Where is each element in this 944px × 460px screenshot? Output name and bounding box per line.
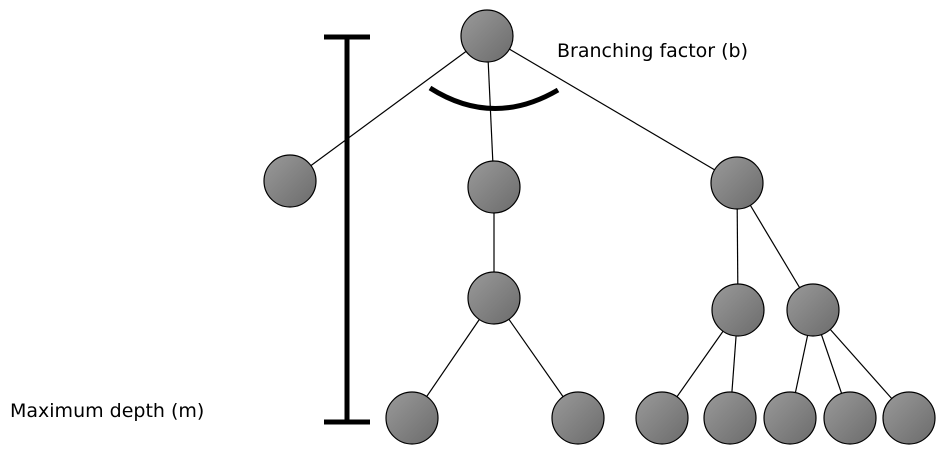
tree-edge-root-n1	[289, 35, 488, 182]
branching-arc	[428, 85, 560, 111]
tree-node-n8	[551, 391, 605, 445]
tree-node-n10	[703, 391, 757, 445]
tree-node-n3	[710, 156, 764, 210]
branching-factor-label: Branching factor (b)	[557, 40, 749, 62]
maximum-depth-label: Maximum depth (m)	[10, 400, 205, 422]
tree-node-n6	[786, 283, 840, 337]
edges	[289, 35, 910, 419]
tree-node-n2	[467, 160, 521, 214]
tree-node-root	[460, 9, 514, 63]
nodes	[263, 9, 936, 445]
tree-node-n1	[263, 154, 317, 208]
tree-node-n7	[385, 391, 439, 445]
tree-node-n11	[763, 391, 817, 445]
tree-node-n13	[882, 391, 936, 445]
tree-edge-root-n3	[486, 35, 738, 184]
tree-node-n4	[467, 271, 521, 325]
tree-node-n9	[635, 391, 689, 445]
tree-node-n5	[711, 283, 765, 337]
depth-bracket	[324, 34, 370, 425]
tree-node-n12	[823, 391, 877, 445]
